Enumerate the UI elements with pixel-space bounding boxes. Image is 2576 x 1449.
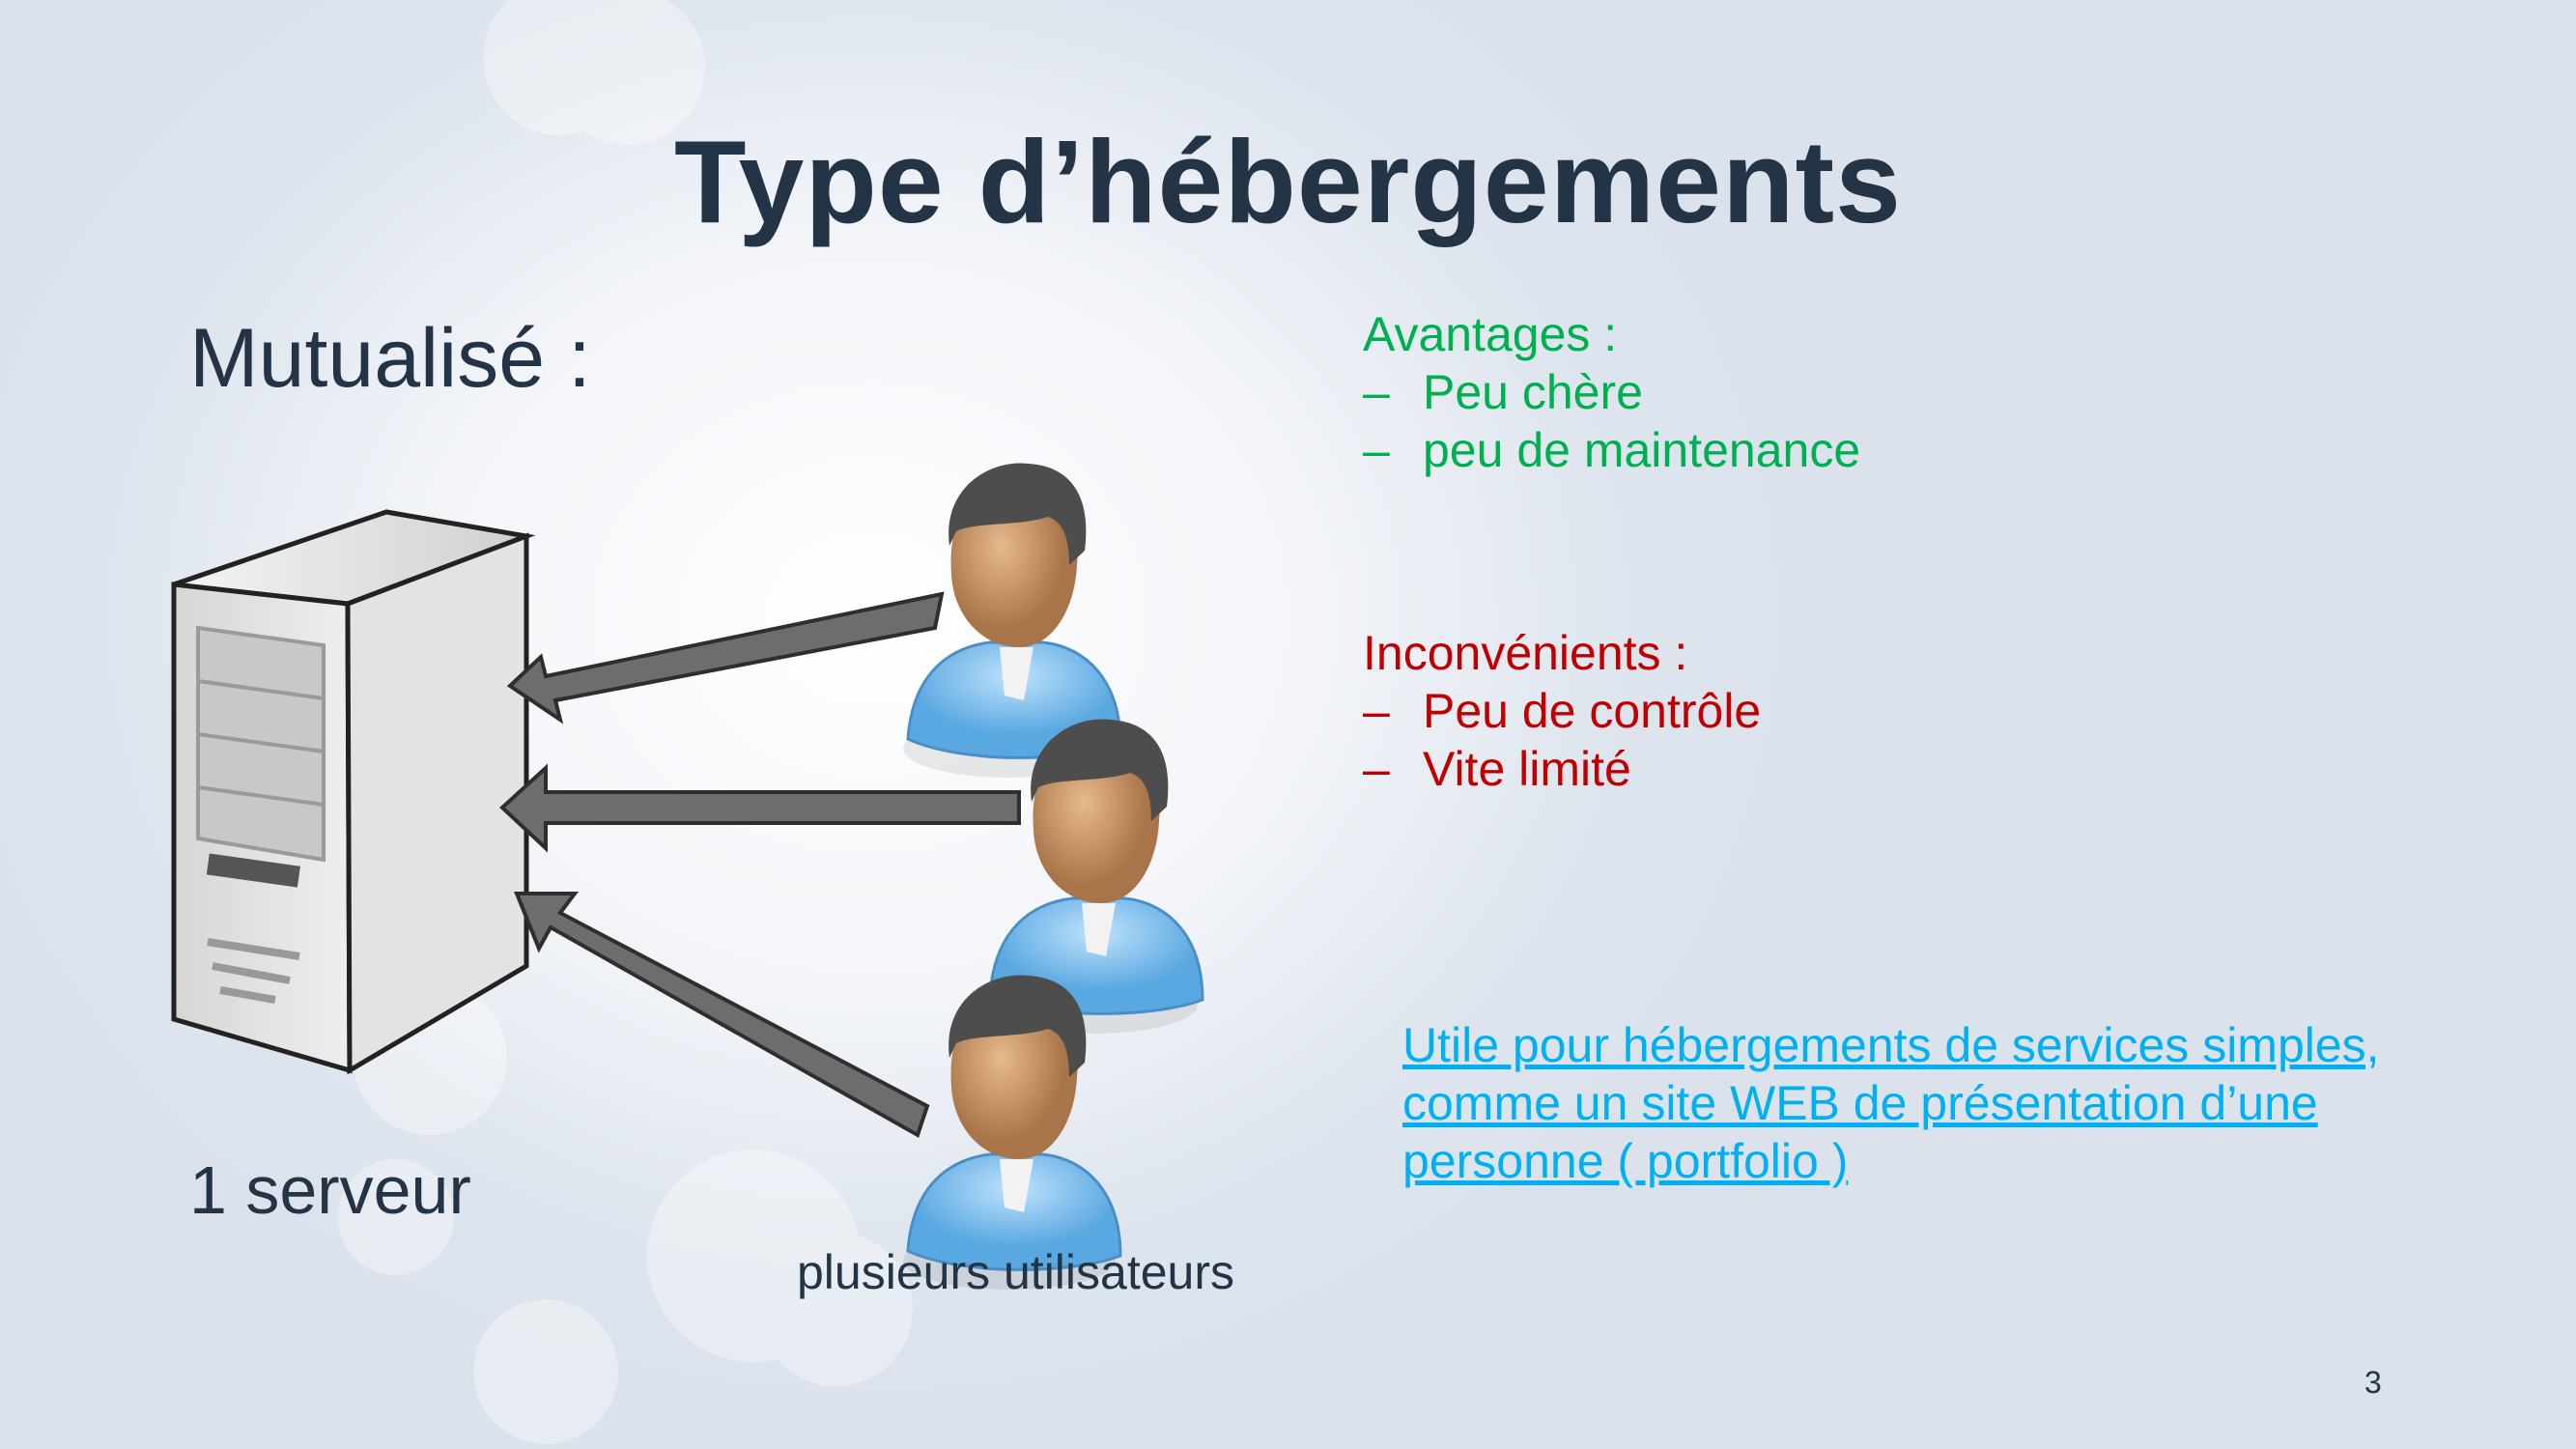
background-bubbles <box>338 0 913 1444</box>
page-number: 3 <box>2364 1365 2382 1400</box>
server-caption: 1 serveur <box>189 1152 471 1228</box>
slide-title: Type d’hébergements <box>674 116 1902 247</box>
arrow-icon <box>514 892 930 1138</box>
list-item: –Peu chère <box>1363 365 1643 419</box>
slide-subtitle: Mutualisé : <box>189 312 591 405</box>
users-caption: plusieurs utilisateurs <box>797 1245 1234 1299</box>
list-item: –Vite limité <box>1363 742 1631 796</box>
advantages-heading: Avantages : <box>1363 307 1618 361</box>
arrow-icon <box>506 591 945 724</box>
disadvantages-list: Inconvénients : –Peu de contrôle –Vite l… <box>1363 624 1761 798</box>
portfolio-link[interactable]: Utile pour hébergements de services simp… <box>1402 1018 2380 1188</box>
list-item: –Peu de contrôle <box>1363 684 1762 738</box>
arrows <box>499 591 1021 1138</box>
arrow-icon <box>499 763 1021 853</box>
server-icon <box>171 509 536 1075</box>
advantages-list: Avantages : –Peu chère –peu de maintenan… <box>1363 305 1860 479</box>
list-item: –peu de maintenance <box>1363 423 1861 477</box>
disadvantages-heading: Inconvénients : <box>1363 626 1688 680</box>
